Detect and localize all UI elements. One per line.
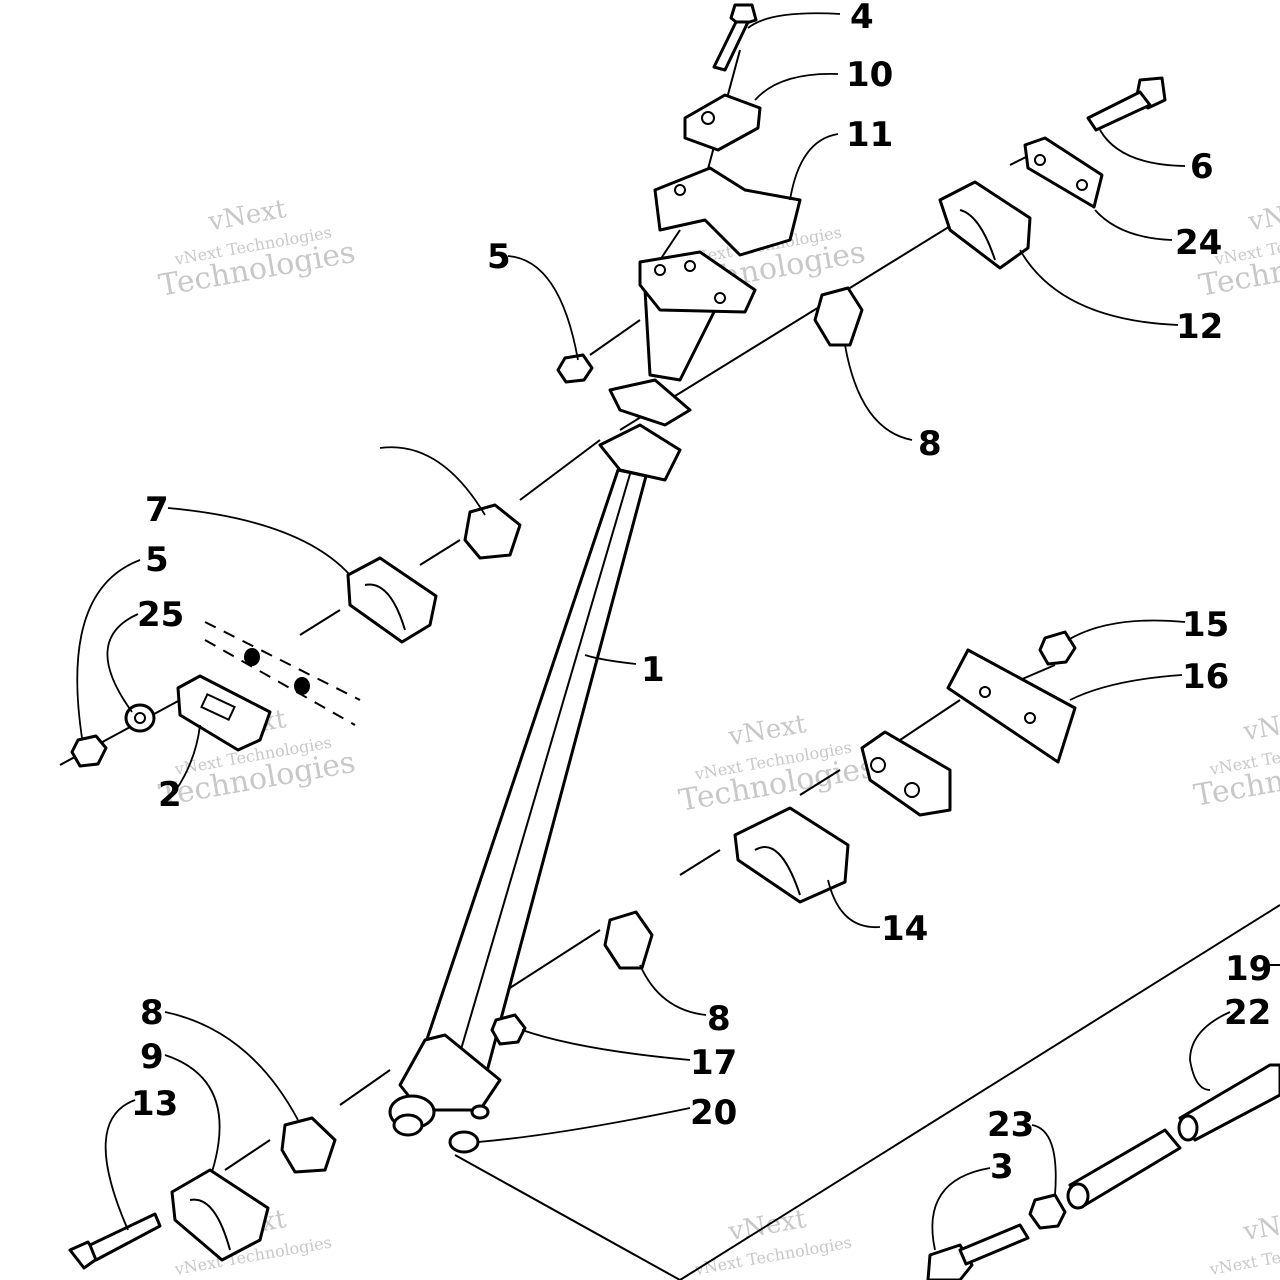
bolt-lower-left xyxy=(68,1212,162,1270)
watermark-1: vNext vNext Technologies Technologies xyxy=(156,194,358,304)
bolt-top xyxy=(712,3,758,72)
callout-8-mid-right: 8 xyxy=(707,999,731,1039)
callout-9: 9 xyxy=(140,1037,164,1077)
washer-20 xyxy=(448,1130,480,1154)
block-7 xyxy=(346,556,438,644)
svg-text:vNext: vNext xyxy=(725,709,808,752)
callout-24: 24 xyxy=(1175,223,1222,263)
watermark-6: vNext vNext Technologies Technologies xyxy=(1191,704,1280,814)
callout-14: 14 xyxy=(881,909,928,949)
tie-rod-end xyxy=(926,1223,1030,1280)
nut-5-top xyxy=(556,353,594,384)
plate-2 xyxy=(176,674,272,752)
nut-17 xyxy=(490,1013,527,1046)
callout-15: 15 xyxy=(1182,605,1229,645)
callout-25: 25 xyxy=(137,595,184,635)
callout-19: 19 xyxy=(1225,949,1272,989)
frame-section xyxy=(204,621,361,726)
callout-8-upper-right: 8 xyxy=(918,424,942,464)
callout-22: 22 xyxy=(1224,993,1271,1033)
nut-23 xyxy=(1028,1193,1067,1230)
svg-text:vNext: vNext xyxy=(205,194,288,237)
callout-11: 11 xyxy=(846,115,893,155)
svg-text:vNext: vNext xyxy=(1245,194,1280,237)
bushing-upper-left xyxy=(463,503,522,560)
plate-24 xyxy=(1023,136,1104,209)
callout-5-left: 5 xyxy=(145,540,169,580)
nut-15 xyxy=(1038,630,1077,666)
callout-3: 3 xyxy=(990,1147,1014,1187)
callout-23: 23 xyxy=(987,1105,1034,1145)
bushing-lower-left xyxy=(280,1116,337,1174)
watermark-5: vNext vNext Technologies Technologies xyxy=(676,709,878,819)
steering-post xyxy=(388,250,757,1137)
bushing-upper-right xyxy=(813,286,864,347)
callout-10: 10 xyxy=(846,55,893,95)
watermark-8: vNext vNext Technologies xyxy=(692,1204,853,1279)
leader-lines xyxy=(76,12,1231,1251)
callout-13: 13 xyxy=(131,1084,178,1124)
svg-text:vNext: vNext xyxy=(1240,1204,1280,1247)
callout-8-lower-left: 8 xyxy=(140,993,164,1033)
tie-rod xyxy=(1066,1128,1182,1210)
bolt-right xyxy=(1086,76,1167,132)
block-9 xyxy=(170,1168,270,1262)
callout-2: 2 xyxy=(158,775,182,815)
block-12 xyxy=(938,180,1032,270)
sleeve-22 xyxy=(1177,1063,1280,1142)
nut-5-left xyxy=(70,734,108,768)
washer-25 xyxy=(124,703,156,733)
callout-12: 12 xyxy=(1176,307,1223,347)
callout-5-top: 5 xyxy=(487,237,511,277)
bushing-mid-right xyxy=(603,910,654,970)
watermark-9: vNext vNext Technologies xyxy=(1207,1204,1280,1279)
callout-7: 7 xyxy=(145,490,169,530)
arm-plate xyxy=(860,730,952,817)
callout-16: 16 xyxy=(1182,657,1229,697)
callout-1: 1 xyxy=(641,650,665,690)
svg-text:vNext: vNext xyxy=(1240,704,1280,747)
callout-labels: 4 10 11 6 24 12 5 8 7 5 25 2 1 15 16 14 … xyxy=(131,0,1272,1187)
block-11 xyxy=(653,166,802,257)
callout-6: 6 xyxy=(1190,147,1214,187)
plate-16 xyxy=(946,648,1077,764)
callout-20: 20 xyxy=(690,1093,737,1133)
block-10 xyxy=(683,93,762,152)
center-lines xyxy=(59,49,1280,1280)
block-14 xyxy=(733,806,850,904)
callout-4: 4 xyxy=(850,0,874,37)
callout-17: 17 xyxy=(690,1043,737,1083)
